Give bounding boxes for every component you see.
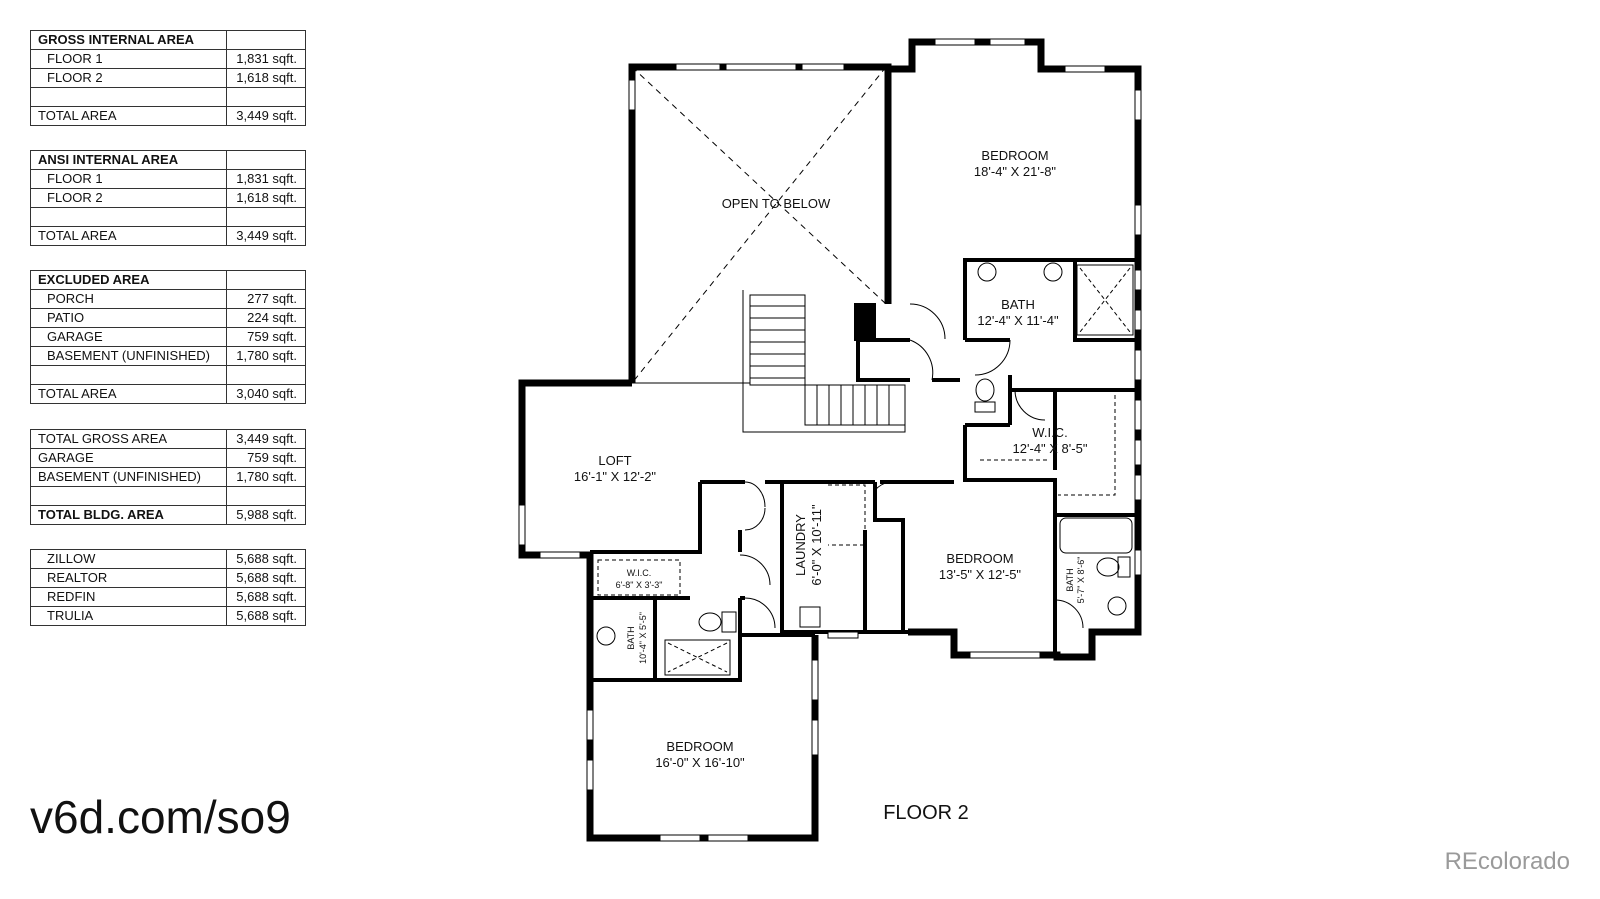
room-dims-bedroom-primary: 18'-4" X 21'-8" [974,164,1057,179]
room-dims-bedroom-3: 16'-0" X 16'-10" [655,755,745,770]
room-dims-loft: 16'-1" X 12'-2" [574,469,657,484]
room-name-laundry: LAUNDRY [793,514,808,576]
room-dims-wic-primary: 12'-4" X 8'-5" [1013,441,1088,456]
room-dims-bedroom-2: 13'-5" X 12'-5" [939,567,1022,582]
bath-fixtures [596,262,1134,676]
room-name-bath-2: BATH [626,626,636,649]
room-name-wic-primary: W.I.C. [1032,425,1067,440]
room-name-bedroom-primary: BEDROOM [981,148,1048,163]
room-dims-laundry: 6'-0" X 10'-11" [809,504,824,586]
room-name-bath-small: BATH [1065,568,1075,591]
table-header: ANSI INTERNAL AREA [30,150,227,170]
room-name-loft: LOFT [598,453,631,468]
room-dims-wic-small: 6'-8" X 3'-3" [616,580,663,590]
room-dims-bath-2: 10'-4" X 5'-5" [638,612,648,664]
door-swings [739,303,1084,629]
chimney-block [854,303,876,341]
staircase [742,290,906,433]
open-to-below-label: OPEN TO BELOW [722,196,831,211]
short-url: v6d.com/so9 [30,791,291,843]
room-name-bedroom-3: BEDROOM [666,739,733,754]
open-to-below-area [631,66,887,384]
room-name-bedroom-2: BEDROOM [946,551,1013,566]
table-row: BASEMENT (UNFINISHED)1,780 sqft. [30,346,306,366]
recolorado-watermark: REcolorado [1444,848,1570,875]
room-name-wic-small: W.I.C. [627,568,652,578]
floor-label: FLOOR 2 [883,802,969,824]
table-row-blank [30,207,306,227]
room-dims-bath-primary: 12'-4" X 11'-4" [977,313,1059,328]
windows [518,38,1142,842]
interior-walls [590,258,1138,682]
room-dims-bath-small: 5'-7" X 8'-6" [1076,557,1086,604]
room-name-bath-primary: BATH [1001,297,1035,312]
